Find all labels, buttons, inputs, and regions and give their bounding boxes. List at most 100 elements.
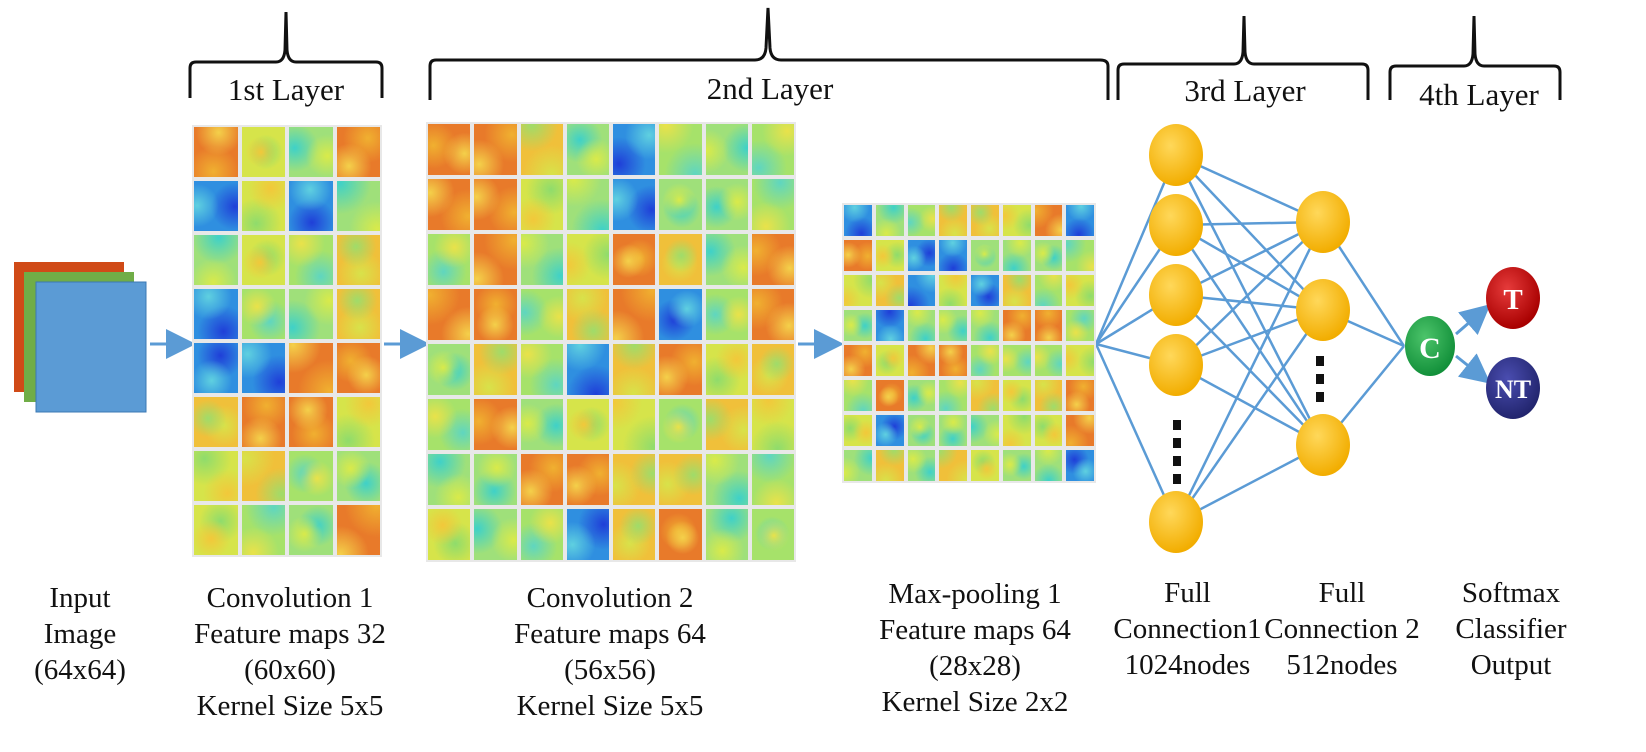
conv1-map — [192, 503, 240, 557]
conv2-map — [611, 342, 658, 397]
pool1-map — [937, 308, 969, 343]
conv2-map — [426, 287, 473, 342]
caption-softmax-line-3: Output — [1470, 649, 1552, 681]
pool1-map — [842, 343, 874, 378]
conv2-map — [426, 122, 473, 177]
pool1-map — [842, 238, 874, 273]
output-node-nt — [1486, 357, 1540, 419]
pool1-map — [1064, 378, 1096, 413]
conv2-map — [518, 287, 565, 342]
caption-input-line-3: (64x64) — [34, 654, 126, 686]
conv1-map — [287, 503, 335, 557]
pool1-map — [842, 308, 874, 343]
conv1-map — [287, 287, 335, 341]
pool1-map — [1064, 273, 1096, 308]
network-nodes — [1149, 124, 1350, 553]
caption-fc2-line-2: Connection 2 — [1264, 613, 1420, 645]
fc1-to-fc2-edge — [1175, 223, 1324, 312]
pool1-map — [937, 203, 969, 238]
conv1-map — [334, 341, 382, 395]
input-image-stack — [14, 262, 147, 413]
pool1-map — [1032, 378, 1065, 413]
conv2-map — [611, 232, 658, 287]
conv1-map — [287, 125, 335, 179]
output-node-t — [1486, 267, 1540, 329]
pool1-map — [1000, 378, 1033, 413]
pool1-map — [1032, 413, 1065, 448]
pool1-map — [1064, 238, 1096, 273]
conv1-map — [287, 233, 335, 287]
caption-input-line-1: Input — [49, 582, 111, 614]
input-channel-blue — [35, 281, 147, 413]
pool1-map — [937, 238, 969, 273]
fc1-node — [1149, 124, 1203, 186]
pool1-map — [1064, 308, 1096, 343]
conv2-map — [657, 122, 704, 177]
pool1-map — [937, 378, 969, 413]
caption-conv2-line-3: (56x56) — [564, 654, 656, 686]
conv2-map — [518, 342, 565, 397]
conv1-map — [287, 395, 335, 449]
pool1-map — [873, 203, 906, 238]
caption-input-line-2: Image — [43, 618, 117, 650]
network-connections — [1094, 153, 1406, 524]
pool1-map — [905, 343, 938, 378]
caption-conv1-line-2: Feature maps 32 — [194, 618, 386, 650]
pool1-map — [905, 273, 938, 308]
conv2-map — [472, 342, 519, 397]
conv2-map — [426, 342, 473, 397]
conv1-map — [287, 341, 335, 395]
conv2-map — [657, 507, 704, 562]
pool1-map — [873, 413, 906, 448]
pool1-map — [969, 308, 1001, 343]
layer-title-2: 2nd Layer — [706, 71, 834, 106]
pool1-map — [969, 448, 1001, 483]
input-to-fc1-edge — [1094, 154, 1178, 345]
fc1-to-fc2-edge — [1175, 154, 1324, 311]
conv2-map — [749, 342, 796, 397]
pool1-map — [842, 448, 874, 483]
conv1-map — [239, 179, 287, 233]
conv2-map — [518, 507, 565, 562]
conv2-map — [611, 397, 658, 452]
caption-conv2-line-1: Convolution 2 — [526, 582, 694, 614]
conv2-map — [749, 122, 796, 177]
fc2-node — [1296, 191, 1350, 253]
pool1-map — [1032, 448, 1065, 483]
pool1-map — [873, 238, 906, 273]
conv2-map — [703, 397, 750, 452]
conv2-map — [472, 232, 519, 287]
conv2-map — [703, 232, 750, 287]
pool1-map — [842, 378, 874, 413]
fc1-to-fc2-edge — [1174, 224, 1325, 446]
pool1-map — [1000, 238, 1033, 273]
fc1-to-fc2-edge — [1174, 154, 1325, 446]
conv2-map — [472, 287, 519, 342]
pool1-map — [905, 448, 938, 483]
fc2-node — [1296, 414, 1350, 476]
conv1-map — [287, 449, 335, 503]
conv2-map — [703, 507, 750, 562]
fc2-node — [1296, 279, 1350, 341]
conv1-map — [192, 125, 240, 179]
conv1-map — [192, 341, 240, 395]
conv1-map — [239, 233, 287, 287]
conv1-map — [334, 287, 382, 341]
conv1-map — [192, 179, 240, 233]
brace-1st-layer — [188, 11, 384, 98]
caption-fc1-line-1: Full — [1164, 577, 1211, 609]
conv2-map — [426, 452, 473, 507]
conv1-map — [192, 287, 240, 341]
caption-conv2-line-2: Feature maps 64 — [514, 618, 706, 650]
caption-pool1-line-2: Feature maps 64 — [879, 614, 1071, 646]
pool1-map — [937, 273, 969, 308]
conv2-map — [749, 452, 796, 507]
pool1-map — [969, 378, 1001, 413]
pool1-map — [905, 413, 938, 448]
fc1-node — [1149, 334, 1203, 396]
caption-conv1-line-4: Kernel Size 5x5 — [196, 690, 384, 722]
pool1-map — [1000, 308, 1033, 343]
pool1-map — [905, 308, 938, 343]
pool1-map — [873, 378, 906, 413]
pool1-map — [1000, 413, 1033, 448]
